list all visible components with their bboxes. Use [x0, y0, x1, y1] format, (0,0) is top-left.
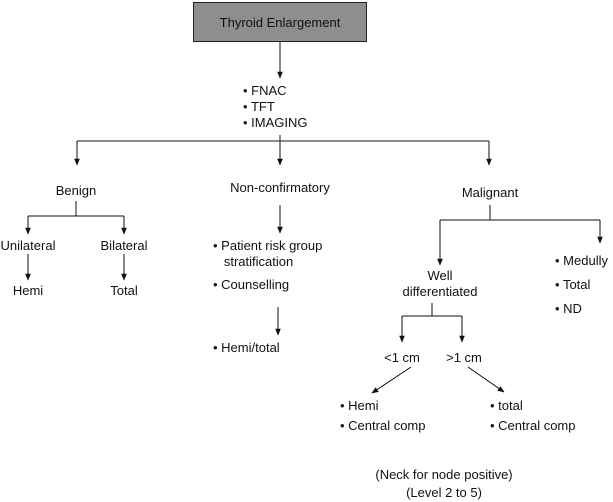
- nonconfirmatory-label: Non-confirmatory: [230, 180, 330, 195]
- large-items: • total • Central comp: [490, 398, 576, 433]
- benign-label: Benign: [55, 183, 97, 198]
- large-label: >1 cm: [446, 350, 482, 365]
- other-list: • Medully • Total • ND: [555, 253, 608, 316]
- bilateral-label: Bilateral: [100, 238, 148, 253]
- test-item: TFT: [250, 99, 275, 114]
- small-items: • Hemi • Central comp: [340, 398, 426, 433]
- hemi-total-item: • Hemi/total: [213, 340, 280, 355]
- unilateral-label: Unilateral: [0, 238, 56, 253]
- title-box: Thyroid Enlargement: [193, 2, 367, 42]
- malignant-label: Malignant: [461, 185, 519, 200]
- small-label: <1 cm: [384, 350, 420, 365]
- unilateral-result: Hemi: [12, 283, 44, 298]
- risk-group-item: • Patient risk group stratification: [213, 238, 323, 269]
- bilateral-result: Total: [110, 283, 138, 298]
- test-item: FNAC: [251, 83, 287, 98]
- test-item: IMAGING: [251, 115, 308, 130]
- title: Thyroid Enlargement: [219, 14, 341, 30]
- tests-list: • FNAC • TFT • IMAGING: [243, 83, 308, 130]
- arrow-large-to-items: [467, 366, 505, 393]
- node-note: (Neck for node positive)(Level 2 to 5): [375, 467, 513, 500]
- counselling-item: • Counselling: [213, 277, 290, 292]
- arrow-small-to-items: [371, 366, 412, 394]
